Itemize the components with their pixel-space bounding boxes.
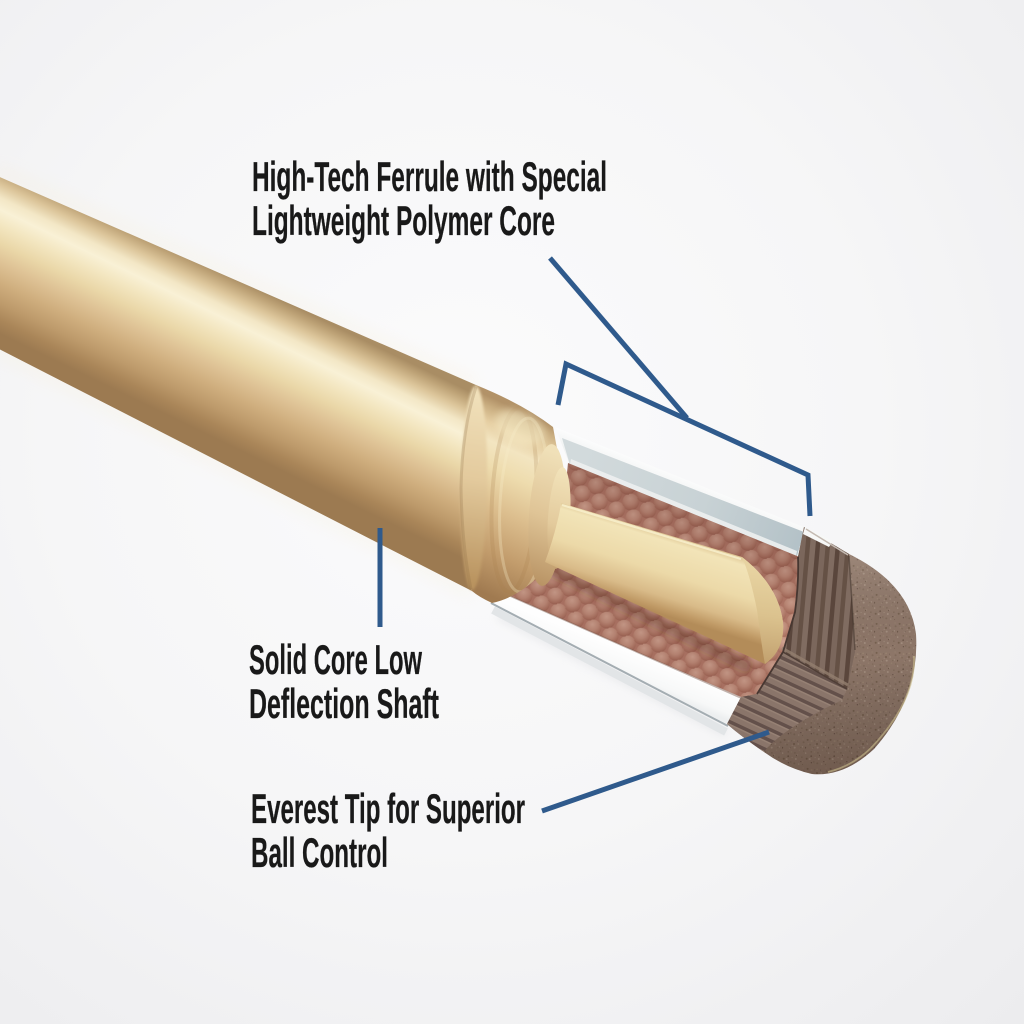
svg-text:Everest Tip for Superior: Everest Tip for Superior — [251, 785, 525, 832]
svg-text:Ball Control: Ball Control — [251, 829, 388, 876]
svg-text:High-Tech Ferrule with Special: High-Tech Ferrule with Special — [252, 153, 607, 200]
svg-text:Lightweight Polymer Core: Lightweight Polymer Core — [252, 197, 555, 244]
svg-text:Deflection Shaft: Deflection Shaft — [249, 680, 439, 727]
svg-text:Solid Core Low: Solid Core Low — [249, 636, 422, 683]
